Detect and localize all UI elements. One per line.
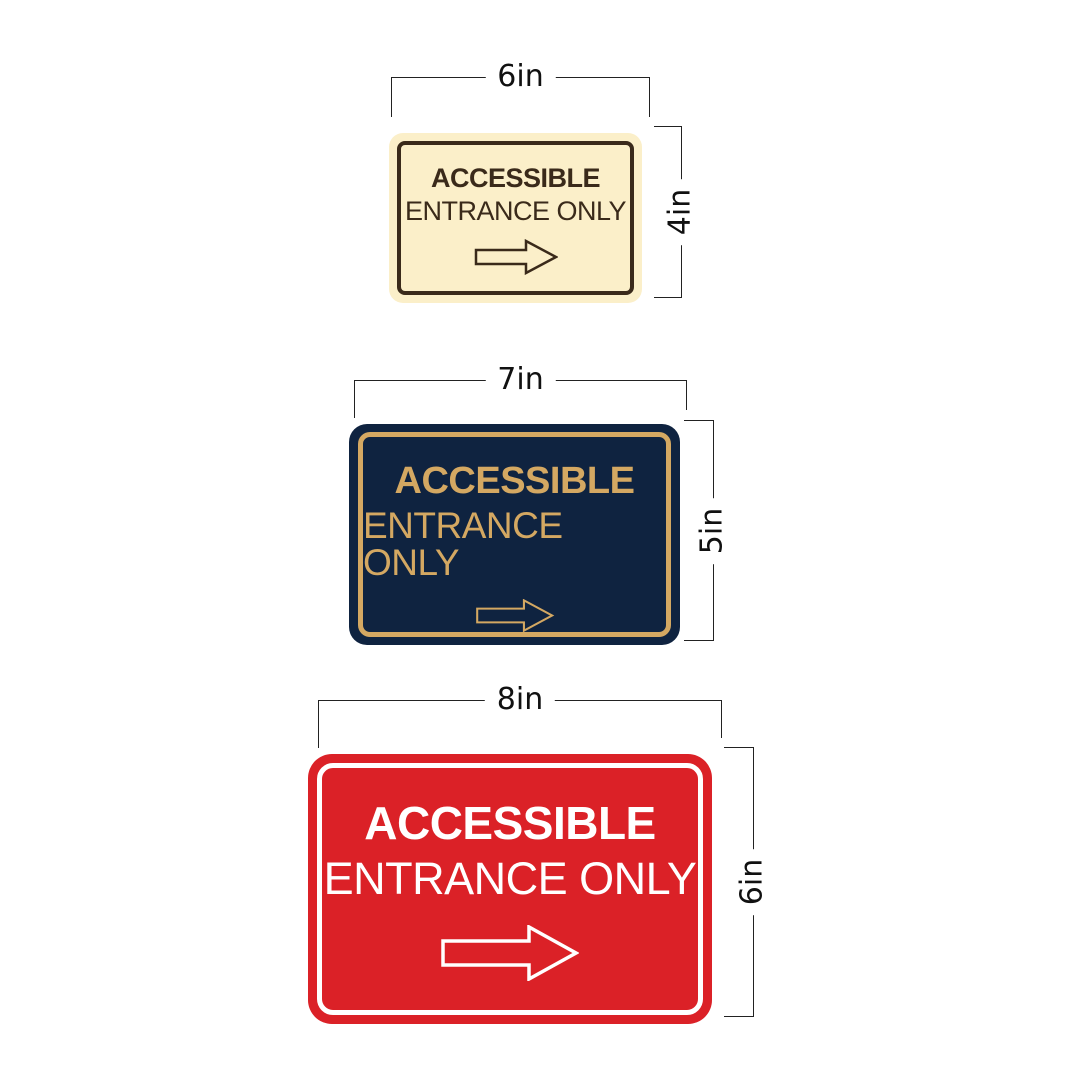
sign-title: ACCESSIBLE	[394, 460, 635, 502]
sign-title: ACCESSIBLE	[364, 797, 656, 849]
height-label-small: 4in	[662, 178, 698, 246]
height-label-large: 6in	[734, 848, 770, 916]
height-dimension-large: 6in	[724, 747, 770, 1017]
sign-small-ivory: ACCESSIBLE ENTRANCE ONLY	[389, 133, 642, 303]
sign-medium-navy: ACCESSIBLE ENTRANCE ONLY	[349, 424, 680, 645]
arrow-right-icon	[474, 239, 558, 275]
arrow-right-icon	[475, 599, 554, 632]
sign-title: ACCESSIBLE	[430, 163, 601, 193]
sign-border: ACCESSIBLE ENTRANCE ONLY	[358, 432, 671, 637]
height-label-medium: 5in	[694, 497, 730, 564]
sign-large-red: ACCESSIBLE ENTRANCE ONLY	[308, 754, 712, 1024]
sign-subtitle: ENTRANCE ONLY	[323, 853, 697, 904]
width-label-medium: 7in	[485, 362, 556, 398]
arrow-right-icon	[441, 925, 579, 981]
sign-subtitle: ENTRANCE ONLY	[404, 196, 627, 226]
sign-subtitle: ENTRANCE ONLY	[363, 505, 563, 583]
height-dimension-small: 4in	[654, 126, 698, 298]
height-dimension-medium: 5in	[684, 420, 730, 641]
sign-border: ACCESSIBLE ENTRANCE ONLY	[317, 763, 703, 1015]
sign-border: ACCESSIBLE ENTRANCE ONLY	[397, 141, 634, 295]
width-label-small: 6in	[485, 59, 556, 95]
width-label-large: 8in	[484, 682, 556, 718]
